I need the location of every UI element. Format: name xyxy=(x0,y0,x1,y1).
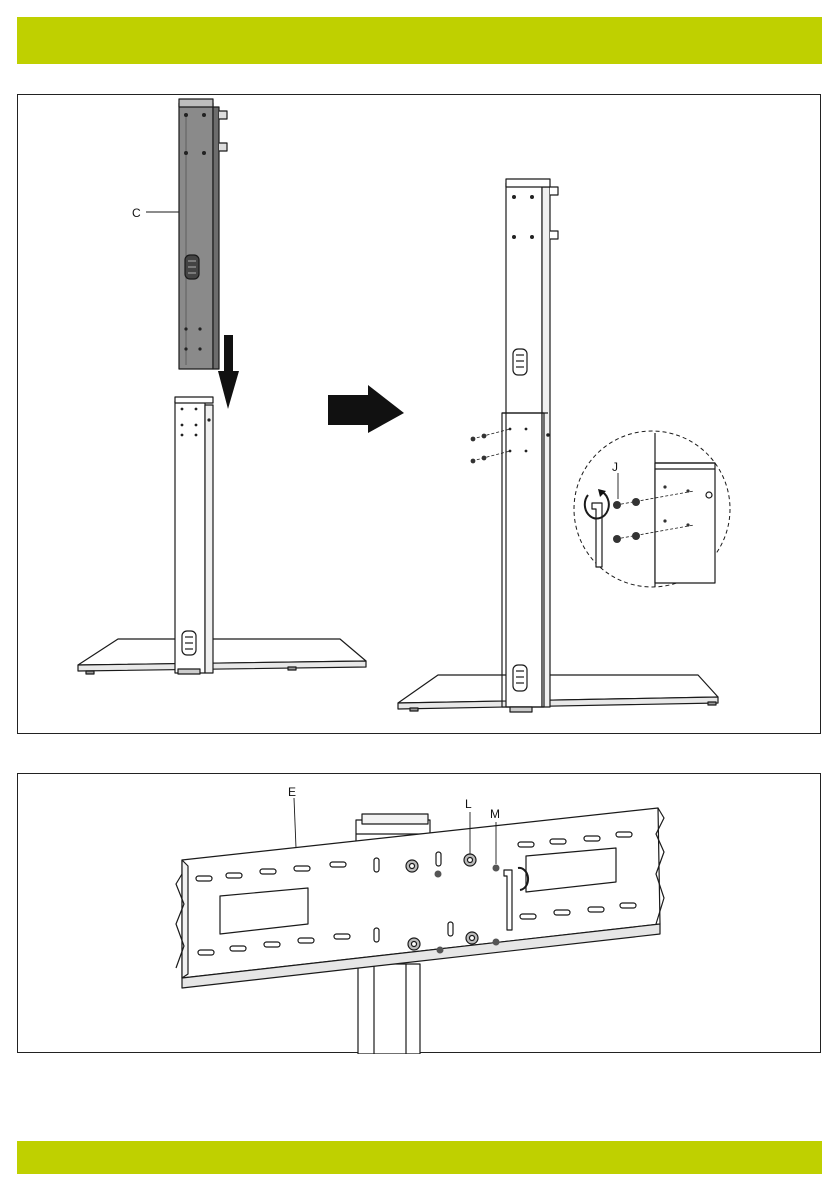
label-part-j: J xyxy=(612,460,618,474)
bracket-plate-e xyxy=(176,808,664,988)
header-band xyxy=(17,17,822,64)
label-part-m: M xyxy=(490,807,500,821)
down-arrow-icon xyxy=(218,335,239,409)
step-panel-bracket-mount: E L M xyxy=(17,773,821,1053)
upper-column-c xyxy=(179,99,227,369)
label-part-c: C xyxy=(132,206,141,220)
detail-zoom-circle xyxy=(574,431,730,587)
lower-column-with-base xyxy=(78,397,366,674)
footer-band xyxy=(17,1141,822,1174)
step-panel-column-assembly: C xyxy=(17,94,821,734)
bracket-mount-illustration: E L M xyxy=(18,774,822,1054)
column-assembly-illustration: C xyxy=(18,95,822,735)
column-below-bracket xyxy=(358,964,420,1054)
right-arrow-icon xyxy=(328,385,404,433)
label-part-l: L xyxy=(465,797,472,811)
label-part-e: E xyxy=(288,785,296,799)
